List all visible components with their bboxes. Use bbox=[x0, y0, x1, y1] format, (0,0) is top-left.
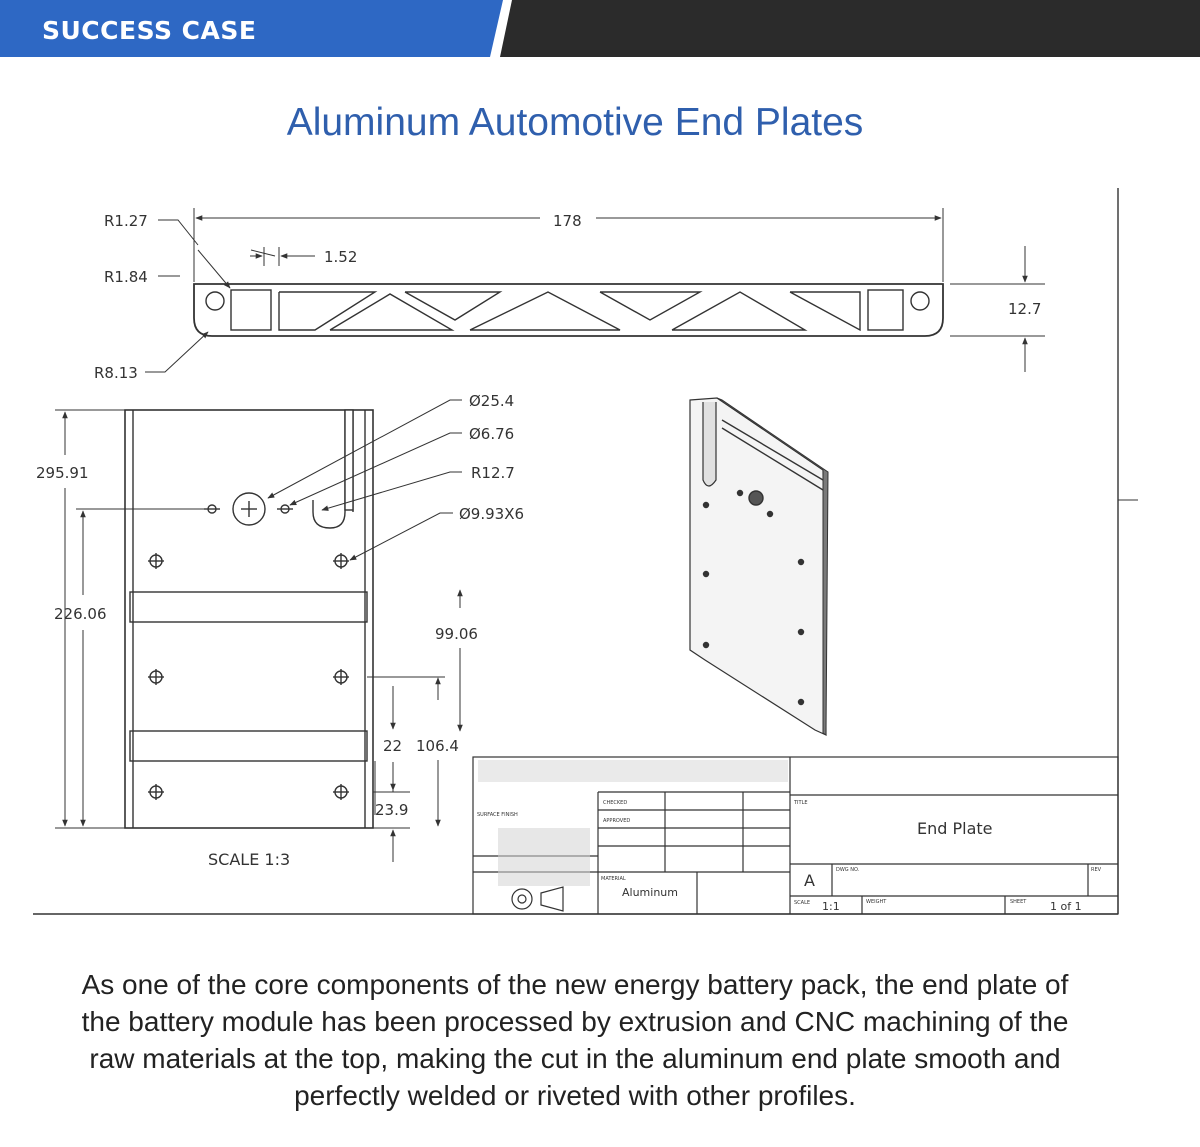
tb-material-label: MATERIAL bbox=[601, 876, 626, 882]
tb-weight-label: WEIGHT bbox=[866, 899, 887, 905]
dim-radius-slot: R12.7 bbox=[471, 464, 515, 482]
dim-height-inner: 226.06 bbox=[54, 605, 107, 623]
dim-height-total: 295.91 bbox=[36, 464, 89, 482]
tb-checked: CHECKED bbox=[603, 800, 627, 806]
plate-front-view bbox=[124, 409, 374, 829]
tb-approved: APPROVED bbox=[603, 818, 630, 824]
dim-r-top: R1.27 bbox=[104, 212, 148, 230]
header-label: SUCCESS CASE bbox=[42, 16, 257, 45]
tb-surface-finish: SURFACE FINISH bbox=[477, 812, 518, 818]
dim-thickness: 12.7 bbox=[1008, 300, 1041, 318]
tb-sheet: 1 of 1 bbox=[1050, 900, 1082, 913]
mounting-holes bbox=[148, 553, 349, 800]
dim-dia-large: Ø25.4 bbox=[469, 392, 514, 410]
tb-dwg-label: DWG NO. bbox=[836, 867, 860, 873]
dim-offset-b: 22 bbox=[383, 737, 402, 755]
technical-drawing: R1.27 R1.84 R8.13 178 1.52 12.7 295.91 2… bbox=[33, 188, 1138, 915]
dim-r-bottom: R8.13 bbox=[94, 364, 138, 382]
scale-label: SCALE 1:3 bbox=[208, 850, 290, 869]
dim-offset-a: 99.06 bbox=[435, 625, 478, 643]
dim-dia-small: Ø6.76 bbox=[469, 425, 514, 443]
header-bar bbox=[0, 0, 1200, 57]
title-block bbox=[472, 756, 1119, 915]
description-paragraph: As one of the core components of the new… bbox=[81, 969, 1069, 1111]
tb-material: Aluminum bbox=[622, 886, 678, 899]
dim-wall: 1.52 bbox=[324, 248, 357, 266]
tb-title-label: TITLE bbox=[793, 800, 808, 806]
header-accent-band bbox=[0, 0, 503, 57]
tb-sheet-label: SHEET bbox=[1010, 899, 1027, 905]
dim-offset-d: 23.9 bbox=[375, 801, 408, 819]
dim-r-mid: R1.84 bbox=[104, 268, 148, 286]
tb-title: End Plate bbox=[917, 819, 993, 838]
dim-width: 178 bbox=[553, 212, 582, 230]
dim-offset-c: 106.4 bbox=[416, 737, 459, 755]
tb-size: A bbox=[804, 871, 815, 890]
header-dark-band bbox=[500, 0, 1200, 57]
profile-top-view bbox=[193, 283, 944, 337]
dim-dia-holes: Ø9.93X6 bbox=[459, 505, 524, 523]
page-title: Aluminum Automotive End Plates bbox=[286, 101, 864, 144]
tb-scale: 1:1 bbox=[822, 900, 840, 913]
tb-scale-label: SCALE bbox=[794, 900, 810, 906]
tb-rev-label: REV bbox=[1091, 867, 1102, 873]
isometric-view bbox=[689, 397, 829, 736]
